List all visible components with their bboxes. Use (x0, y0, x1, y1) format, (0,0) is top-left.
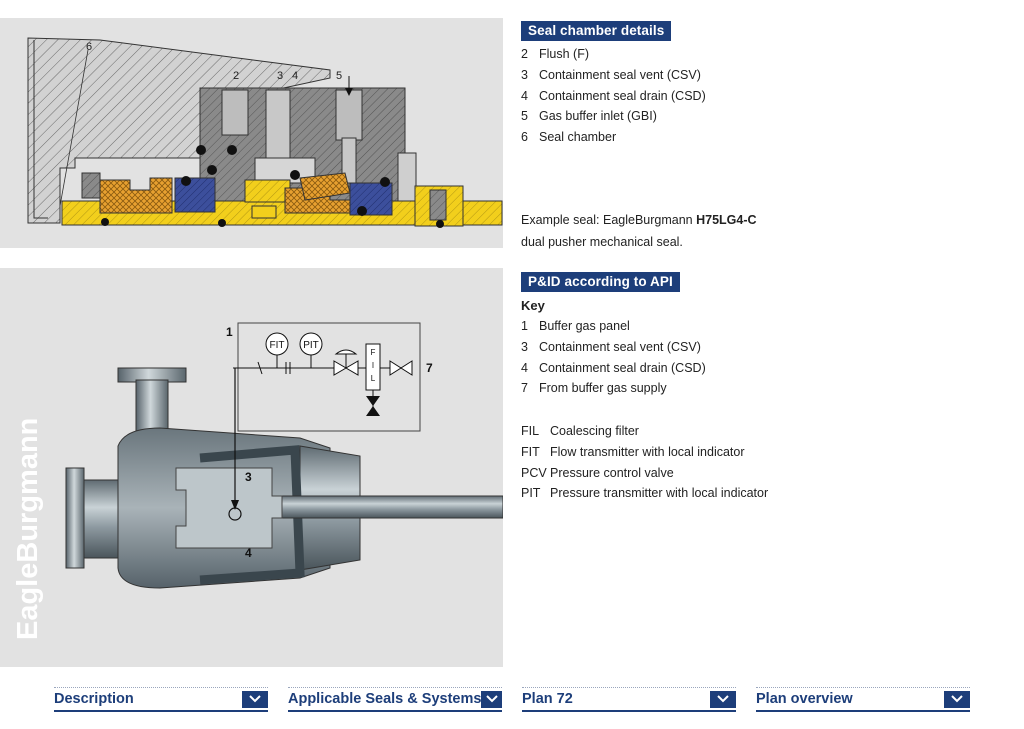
label-3: 3 (277, 70, 283, 82)
nav-applicable-seals-label: Applicable Seals & Systems (288, 691, 482, 707)
seal-chamber-heading: Seal chamber details (521, 21, 672, 41)
pid-heading: P&ID according to API (521, 272, 680, 292)
fil-letter-l: L (371, 374, 376, 383)
label-4: 4 (292, 70, 298, 82)
brand-watermark: EagleBurgmann (12, 417, 44, 640)
nav-description[interactable]: Description (54, 687, 268, 712)
nav-plan-overview[interactable]: Plan overview (756, 687, 970, 712)
example-seal-text: Example seal: EagleBurgmann H75LG4-C (521, 213, 757, 227)
pid-label-3: 3 (245, 470, 252, 484)
nav-plan-72-label: Plan 72 (522, 691, 573, 707)
fit-symbol-label: FIT (270, 340, 285, 351)
chevron-down-icon[interactable] (710, 690, 736, 708)
pit-symbol-label: PIT (303, 340, 319, 351)
chevron-down-icon[interactable] (944, 690, 970, 708)
seal-cross-section: 6 2 3 4 5 (27, 37, 503, 228)
pid-label-7: 7 (426, 361, 433, 375)
key-label: Key (521, 298, 545, 313)
pid-label-4: 4 (245, 546, 252, 560)
nav-description-label: Description (54, 691, 134, 707)
nav-plan-overview-label: Plan overview (756, 691, 853, 707)
fil-letter-f: F (371, 348, 376, 357)
pid-diagram-panel: FIT PIT F I L 1 7 3 4 EagleBurgmann (0, 268, 504, 667)
fil-letter-i: I (372, 361, 374, 370)
pid-label-1: 1 (226, 325, 233, 339)
nav-plan-72[interactable]: Plan 72 (522, 687, 736, 712)
chevron-down-icon[interactable] (242, 690, 268, 708)
nav-applicable-seals[interactable]: Applicable Seals & Systems (288, 687, 502, 712)
label-5: 5 (336, 70, 342, 82)
pid-diagram: FIT PIT F I L 1 7 3 4 (65, 322, 504, 589)
chevron-down-icon[interactable] (481, 690, 502, 708)
label-6: 6 (86, 41, 92, 53)
example-seal-model: H75LG4-C (696, 213, 757, 227)
example-seal-desc: dual pusher mechanical seal. (521, 235, 683, 249)
seal-chamber-drawing: 6 2 3 4 5 (0, 18, 503, 248)
label-2: 2 (233, 70, 239, 82)
